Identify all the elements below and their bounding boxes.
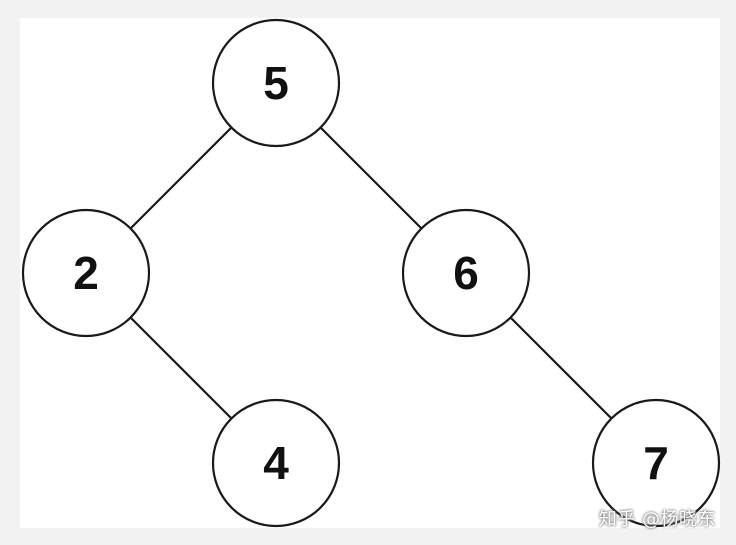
tree-node-6: 6 [401, 208, 531, 338]
edge-n5-n6 [319, 126, 423, 230]
edges-layer [129, 126, 613, 420]
nodes-layer: 5 2 6 4 7 [21, 18, 721, 528]
tree-node-2: 2 [21, 208, 151, 338]
tree-node-5: 5 [211, 18, 341, 148]
node-label: 6 [453, 247, 479, 299]
node-circle [591, 398, 721, 528]
tree-node-7: 7 [591, 398, 721, 528]
edge-n2-n4 [129, 316, 233, 420]
node-circle [211, 18, 341, 148]
tree-node-4: 4 [211, 398, 341, 528]
node-label: 5 [263, 57, 289, 109]
node-label: 2 [73, 247, 99, 299]
node-circle [21, 208, 151, 338]
node-label: 4 [263, 437, 289, 489]
node-label: 7 [643, 437, 669, 489]
edge-n5-n2 [129, 126, 233, 230]
node-circle [211, 398, 341, 528]
node-circle [401, 208, 531, 338]
watermark: 知乎 @杨晓东 [598, 509, 716, 530]
edge-n6-n7 [509, 316, 613, 420]
